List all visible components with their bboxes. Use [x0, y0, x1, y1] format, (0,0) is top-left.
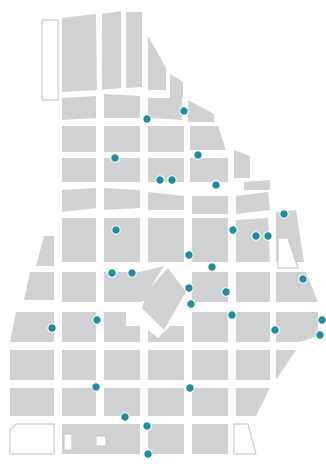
- location-marker[interactable]: [142, 114, 152, 124]
- location-marker[interactable]: [92, 315, 102, 325]
- location-marker[interactable]: [111, 225, 121, 235]
- location-marker[interactable]: [315, 330, 325, 340]
- block: [104, 388, 140, 416]
- location-marker[interactable]: [120, 412, 130, 422]
- location-marker[interactable]: [185, 383, 195, 393]
- block: [276, 272, 318, 302]
- park-outline: [9, 423, 55, 455]
- block: [104, 126, 140, 152]
- block: [192, 196, 228, 214]
- block: [104, 94, 140, 118]
- location-marker[interactable]: [155, 175, 165, 185]
- block: [62, 312, 96, 342]
- location-marker[interactable]: [142, 421, 152, 431]
- block: [104, 158, 140, 182]
- location-marker[interactable]: [179, 106, 189, 116]
- location-marker[interactable]: [107, 268, 117, 278]
- block: [190, 126, 226, 150]
- block: [126, 12, 142, 88]
- block: [276, 350, 296, 380]
- block: [234, 150, 250, 178]
- block: [170, 74, 183, 98]
- block: [148, 424, 184, 454]
- block: [10, 312, 54, 342]
- block: [140, 266, 164, 302]
- block: [188, 100, 214, 122]
- block: [104, 350, 140, 380]
- location-marker[interactable]: [227, 310, 237, 320]
- block: [10, 388, 54, 416]
- block: [102, 11, 121, 90]
- location-marker[interactable]: [47, 323, 57, 333]
- block: [10, 350, 54, 380]
- block: [236, 192, 270, 214]
- block: [236, 388, 270, 416]
- location-marker[interactable]: [211, 180, 221, 190]
- block: [148, 192, 184, 210]
- block: [62, 388, 96, 416]
- park-outline: [95, 435, 107, 447]
- block: [192, 272, 228, 302]
- block: [62, 14, 97, 92]
- block: [190, 158, 228, 182]
- park-outline: [41, 19, 59, 101]
- block: [104, 218, 140, 262]
- location-marker[interactable]: [298, 274, 308, 284]
- block: [62, 272, 96, 302]
- block: [148, 36, 166, 90]
- block: [192, 350, 228, 380]
- block: [148, 126, 184, 152]
- block: [62, 218, 96, 262]
- block: [192, 312, 228, 342]
- block: [104, 188, 140, 210]
- block: [148, 98, 182, 120]
- location-marker[interactable]: [167, 175, 177, 185]
- location-marker[interactable]: [110, 153, 120, 163]
- location-marker[interactable]: [221, 287, 231, 297]
- park-outline: [277, 237, 299, 269]
- location-marker[interactable]: [193, 150, 203, 160]
- location-marker[interactable]: [270, 325, 280, 335]
- block: [148, 326, 184, 342]
- block: [148, 388, 184, 416]
- block: [62, 350, 96, 380]
- location-marker[interactable]: [91, 382, 101, 392]
- block: [236, 272, 270, 302]
- block: [62, 126, 96, 152]
- location-marker[interactable]: [184, 283, 194, 293]
- location-marker[interactable]: [228, 225, 238, 235]
- park-outline: [233, 423, 257, 455]
- location-marker[interactable]: [317, 315, 326, 325]
- location-marker[interactable]: [207, 262, 217, 272]
- block: [104, 312, 140, 342]
- city-blocks: [9, 11, 318, 455]
- block: [192, 424, 228, 454]
- block: [142, 268, 186, 330]
- block: [62, 158, 96, 182]
- block: [236, 218, 270, 262]
- block: [36, 236, 54, 266]
- block: [148, 218, 184, 262]
- location-marker[interactable]: [186, 299, 196, 309]
- park-outline: [63, 433, 73, 451]
- block: [192, 388, 228, 416]
- location-marker[interactable]: [127, 268, 137, 278]
- block: [62, 188, 96, 212]
- block: [148, 158, 184, 182]
- location-marker[interactable]: [251, 231, 261, 241]
- block: [192, 218, 228, 262]
- block: [276, 312, 318, 342]
- block: [24, 272, 54, 300]
- block: [148, 350, 184, 380]
- block: [236, 350, 270, 380]
- location-marker[interactable]: [263, 231, 273, 241]
- location-marker[interactable]: [184, 250, 194, 260]
- location-marker[interactable]: [143, 449, 153, 459]
- block: [62, 96, 96, 120]
- block: [244, 180, 270, 190]
- location-markers: [47, 106, 326, 459]
- location-marker[interactable]: [279, 209, 289, 219]
- block: [236, 312, 270, 342]
